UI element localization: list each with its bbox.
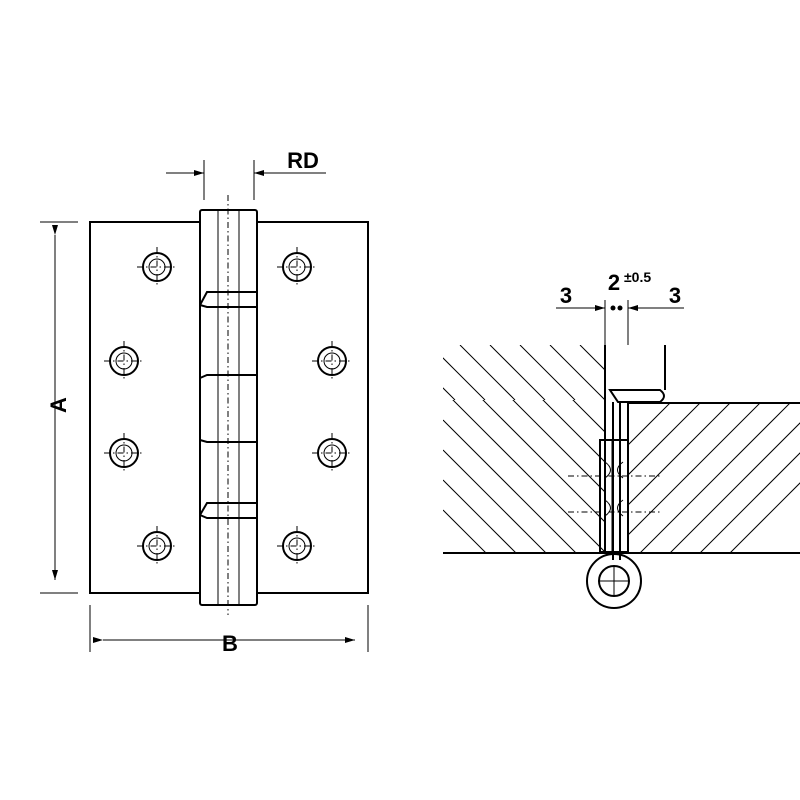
dimension-rd (166, 160, 326, 200)
screw-hole (137, 526, 177, 566)
screw-hole (277, 247, 317, 287)
hinge-front-view: A B RD (40, 148, 369, 656)
hinge-knuckle (199, 195, 258, 615)
right-offset-label: 3 (669, 283, 681, 308)
gap-dimension (556, 300, 684, 345)
hinge-pin-circle (586, 553, 642, 609)
screw-hole (312, 341, 352, 381)
dimension-rd-label: RD (287, 148, 319, 173)
screw-hole (104, 341, 144, 381)
left-offset-label: 3 (560, 283, 572, 308)
dimension-a-label: A (46, 397, 71, 413)
screw-hole (312, 433, 352, 473)
dimension-a (40, 221, 78, 594)
gap-tolerance: ±0.5 (624, 269, 651, 285)
dimension-b (89, 605, 369, 652)
dimension-b-label: B (222, 631, 238, 656)
screw-hole (137, 247, 177, 287)
screw-hole (277, 526, 317, 566)
hatched-block-right (628, 403, 800, 553)
hatched-block-upper (443, 345, 605, 400)
screw-hole (104, 433, 144, 473)
left-leaf (89, 221, 200, 594)
gap-label: 2 (608, 270, 620, 295)
right-leaf (257, 221, 369, 594)
hinge-leaf-section (568, 389, 665, 560)
hinge-section-view: 2 ±0.5 3 3 (443, 269, 800, 609)
hatched-block-lower (443, 400, 605, 553)
